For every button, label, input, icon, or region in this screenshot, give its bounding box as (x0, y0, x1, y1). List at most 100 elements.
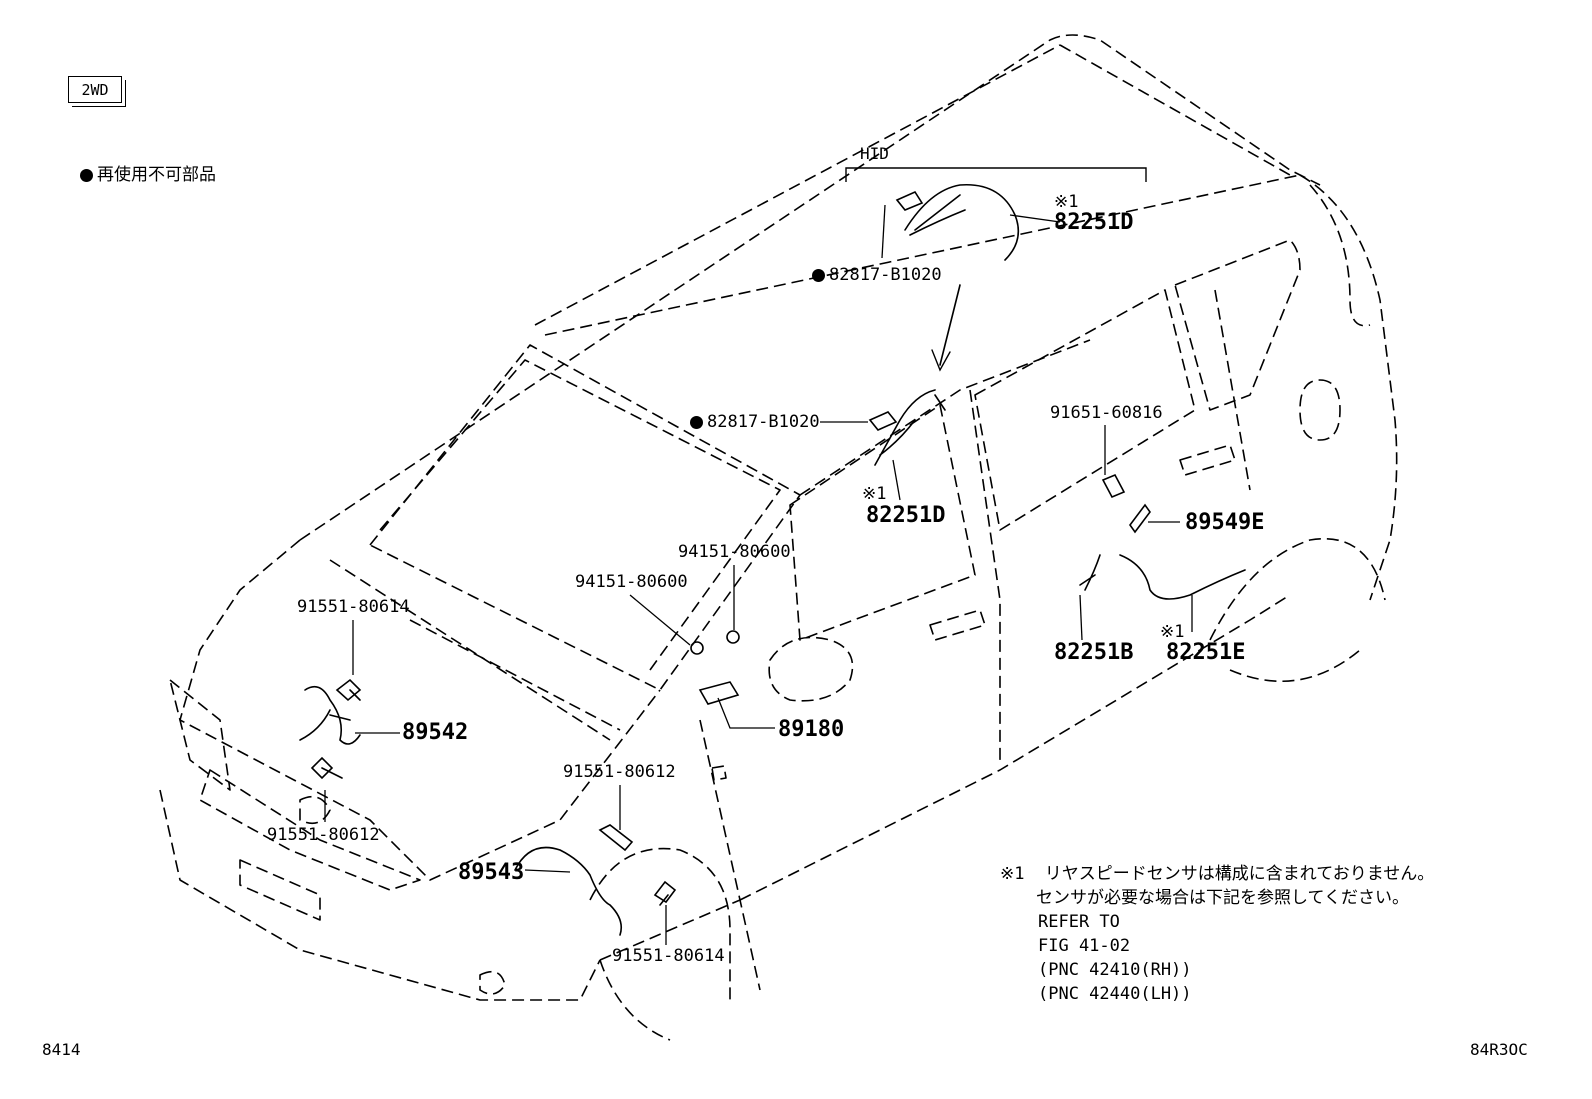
part-91551-80612-left[interactable]: 91551-80612 (267, 825, 380, 845)
bolt-top-left (335, 678, 362, 702)
footnote-refer: REFER TO (1038, 912, 1120, 932)
roof-side-line (544, 174, 1301, 336)
front-wheel-arch (589, 847, 731, 1000)
footnote-text-1: リヤスピードセンサは構成に含まれておりません。 (1044, 864, 1435, 884)
windshield-inner (379, 359, 781, 671)
sensor-89542 (299, 685, 361, 745)
part-82817-top[interactable]: 82817-B1020 (812, 265, 942, 285)
door-handle-rear (1179, 444, 1236, 476)
rear-spoiler (1309, 184, 1371, 327)
fog-lamp-right (479, 970, 506, 995)
part-94151-80600-a[interactable]: 94151-80600 (575, 572, 688, 592)
footnote-fig: FIG 41-02 (1038, 936, 1131, 956)
grille (199, 769, 421, 891)
side-sill (739, 594, 1291, 901)
part-89543[interactable]: 89543 (458, 860, 525, 885)
grommet-a (690, 641, 704, 655)
side-window-rear (974, 289, 1196, 531)
fender-mark (711, 765, 727, 781)
variant-tag-text: 2WD (81, 80, 109, 99)
bolt-91651-60816 (1101, 473, 1126, 499)
part-82251D-mid[interactable]: 82251D (866, 503, 946, 528)
door-line-rear (1214, 289, 1251, 491)
part-82251D-top[interactable]: 82251D (1054, 210, 1134, 235)
hid-harness-mid (874, 389, 946, 466)
roof-outline (299, 34, 1321, 541)
bolt-91551-80612-mid (598, 824, 634, 852)
side-mirror (768, 636, 854, 702)
part-82817-top-number: 82817-B1020 (829, 265, 942, 285)
non-reusable-dot-icon (80, 168, 93, 182)
grommet-b (726, 630, 740, 644)
module-89180 (698, 681, 740, 705)
fog-lamp (299, 795, 331, 825)
hood (179, 539, 661, 881)
part-82817-mid[interactable]: 82817-B1020 (690, 412, 820, 432)
part-89180[interactable]: 89180 (778, 717, 845, 742)
hid-connector-mid (868, 411, 898, 431)
leader-89180 (717, 697, 775, 729)
part-89542[interactable]: 89542 (402, 720, 469, 745)
part-94151-80600-b[interactable]: 94151-80600 (678, 542, 791, 562)
hid-connector-top (895, 190, 924, 211)
bolt-91551-80614-bottom (653, 880, 677, 906)
sensor-82251E (1119, 554, 1246, 600)
hood-center-line (329, 559, 611, 741)
side-window-front (789, 404, 976, 641)
mark-1-rear: ※1 (1160, 622, 1185, 642)
leader-94151-a (629, 594, 691, 646)
rear-quarter-window (1174, 239, 1301, 411)
part-91551-80614-bottom[interactable]: 91551-80614 (612, 946, 725, 966)
footer-code-left: 8414 (42, 1040, 81, 1059)
part-82251E[interactable]: 82251E (1166, 640, 1246, 665)
hid-harness-top (904, 183, 1020, 261)
license-plate (239, 859, 321, 921)
footnote-pnc-rh: (PNC 42410(RH)) (1038, 960, 1192, 980)
footnote-pnc-lh: (PNC 42440(LH)) (1038, 984, 1192, 1004)
part-91651-60816[interactable]: 91651-60816 (1050, 403, 1163, 423)
rear-hatch (1299, 174, 1398, 601)
leader-82251B (1079, 594, 1083, 641)
sensor-89543 (514, 846, 623, 936)
part-89549E[interactable]: 89549E (1185, 510, 1265, 535)
hid-arrow-head (931, 349, 951, 372)
front-wheel (599, 959, 671, 1041)
part-82817-mid-number: 82817-B1020 (707, 412, 820, 432)
legend-text: 再使用不可部品 (97, 165, 216, 185)
footnote-line-1: ※1 リヤスピードセンサは構成に含まれておりません。 (1000, 862, 1434, 886)
footnote-text-2: センサが必要な場合は下記を参照してください。 (1036, 888, 1409, 908)
mark-1-mid: ※1 (862, 484, 887, 504)
rear-wheel-arch (1209, 538, 1386, 641)
sensor-89549E (1129, 503, 1151, 534)
leader-89543 (524, 869, 571, 873)
non-reusable-dot-icon (812, 268, 825, 282)
roof-rear-edge (1059, 44, 1291, 176)
bolt-91551-80612-left (310, 756, 343, 780)
hid-bracket (845, 167, 1147, 182)
part-82251B[interactable]: 82251B (1054, 640, 1134, 665)
a-pillar (799, 339, 1091, 496)
mark-1-top: ※1 (1054, 192, 1079, 212)
legend-non-reusable: 再使用不可部品 (80, 160, 216, 185)
front-bumper (159, 789, 601, 1001)
part-91551-80612-mid[interactable]: 91551-80612 (563, 762, 676, 782)
body-side-lower (599, 899, 741, 961)
part-91551-80614-top[interactable]: 91551-80614 (297, 597, 410, 617)
leader-82251D-top (1009, 214, 1061, 223)
leader-82251D-mid (892, 459, 901, 501)
windshield (369, 344, 801, 691)
footnote: ※1 リヤスピードセンサは構成に含まれておりません。 センサが必要な場合は下記を… (1000, 862, 1434, 1006)
roof-inner-line (534, 44, 1061, 326)
hid-label: HID (860, 144, 889, 163)
variant-tag-2wd: 2WD (68, 76, 126, 107)
non-reusable-dot-icon (690, 415, 703, 429)
headlamp-left (169, 679, 231, 791)
footer-code-right: 84R3OC (1470, 1040, 1528, 1059)
door-handle-front (929, 609, 986, 641)
sensor-82251B (1079, 554, 1101, 591)
leader-82817-top (881, 204, 886, 259)
rear-wheel (1229, 649, 1361, 683)
rear-lamp (1299, 379, 1341, 441)
footnote-mark: ※1 (1000, 864, 1025, 884)
